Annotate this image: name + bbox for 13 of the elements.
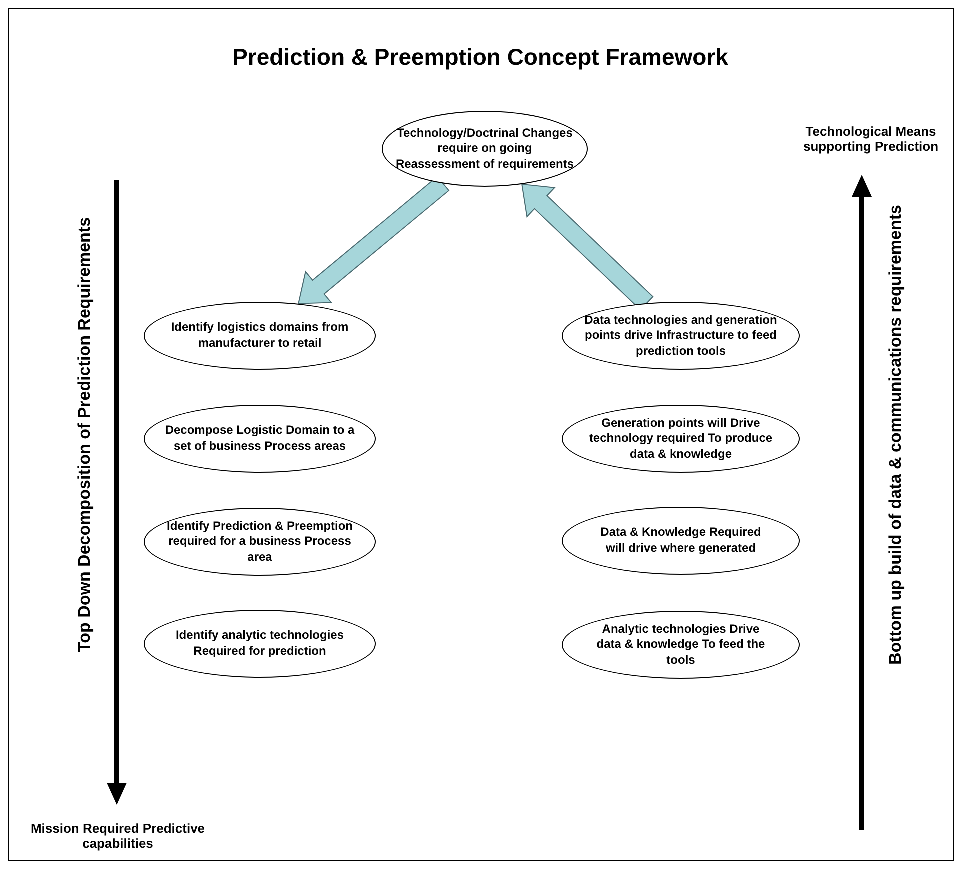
node-text: Data & Knowledge Required will drive where generated xyxy=(600,525,762,557)
node-text: Decompose Logistic Domain to a set of business Process areas xyxy=(165,423,355,455)
note-label: Technological Means supporting Prediction xyxy=(802,124,940,154)
node-text: Data technologies and generation points drive Infrastructure to feed prediction tools xyxy=(584,312,778,360)
node-text: Identify Prediction & Preemption required for a business Process area xyxy=(166,518,354,566)
note-label: Mission Required Predictive capabilities xyxy=(30,821,206,851)
node-text: Analytic technologies Drive data & knowledge To feed the tools xyxy=(596,622,766,668)
title: Prediction & Preemption Concept Framework xyxy=(232,44,730,71)
node-text: Identify analytic technologies Required for prediction xyxy=(174,628,346,660)
node-text: Generation points will Drive technology required To produce data & knowledge xyxy=(588,416,774,462)
node-text: Identify logistics domains from manufacturer to retail xyxy=(170,320,350,352)
node-text: Technology/Doctrinal Changes require on going Reassessment of requirements xyxy=(395,126,575,172)
vertical-axis-label: Top Down Decomposition of Prediction Requirements xyxy=(75,216,95,655)
